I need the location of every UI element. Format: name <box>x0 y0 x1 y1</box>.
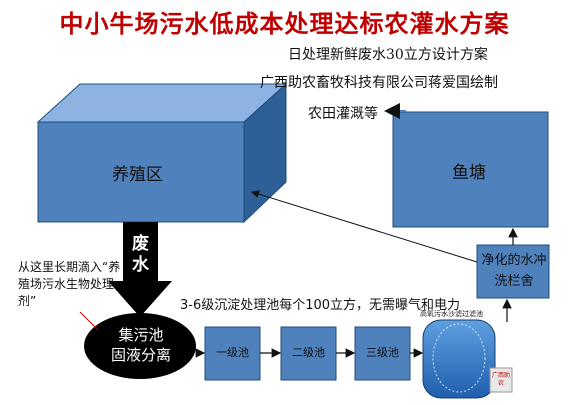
wastewater-label: 废水 <box>132 234 149 275</box>
tank-3-label: 三级池 <box>366 346 399 359</box>
clean-water-label: 净化的水冲洗栏舍 <box>481 253 547 289</box>
tank-2-label: 二级池 <box>292 346 325 359</box>
collection-tank-ellipse <box>84 313 196 379</box>
fish-pond-label: 鱼塘 <box>452 163 486 183</box>
design-subtitle: 日处理新鲜废水30立方设计方案 <box>288 47 488 63</box>
settling-note: 3-6级沉淀处理池每个100立方，无需曝气和电力 <box>180 298 461 313</box>
collection-tank-line1: 集污池 <box>118 326 164 344</box>
tank-2-box <box>280 326 337 381</box>
breeding-area-label: 养殖区 <box>112 165 163 185</box>
author-subtitle: 广西助农畜牧科技有限公司蒋爱国绘制 <box>260 75 498 91</box>
filter-label: 高氧污水沙滤过滤池 <box>420 310 483 318</box>
farmland-label: 农田灌溉等 <box>308 106 378 122</box>
page-title: 中小牛场污水低成本处理达标农灌水方案 <box>59 9 510 38</box>
logo-text: 广西助农 <box>492 372 511 387</box>
filter-tank <box>422 319 513 399</box>
wastewater-arrow <box>108 222 172 317</box>
breeding-area-box <box>36 82 288 224</box>
note-pointer-line <box>79 311 99 331</box>
long-term-note: 从这里长期滴入“养殖场污水生物处理剂” <box>18 260 121 308</box>
collection-tank-line2: 固液分离 <box>110 346 171 364</box>
tank-1-label: 一级池 <box>216 346 249 359</box>
arrow-return-to-breeding <box>251 190 478 263</box>
collection-tank-label: 集污池 固液分离 <box>99 325 183 365</box>
clean-water-box <box>476 244 550 299</box>
fish-pond-box <box>392 111 549 228</box>
